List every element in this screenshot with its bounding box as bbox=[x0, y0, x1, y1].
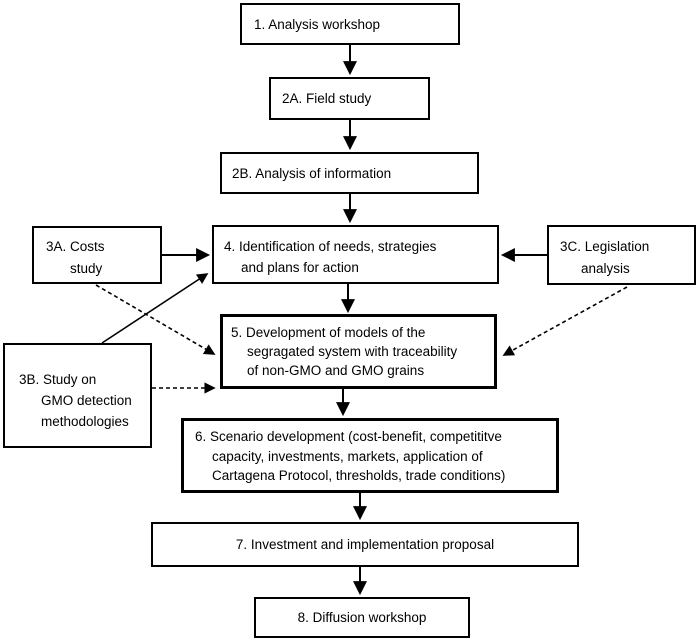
node-label-line: 4. Identification of needs, strategies bbox=[224, 239, 437, 254]
node-label-line: 3C. Legislation bbox=[560, 239, 650, 254]
node-label-line: study bbox=[70, 261, 103, 276]
node-label-line: segragated system with traceability bbox=[247, 344, 458, 359]
node-label-line: 3A. Costs bbox=[46, 239, 105, 254]
node-label: 1. Analysis workshop bbox=[254, 16, 381, 32]
node-label-line: capacity, investments, markets, applicat… bbox=[212, 448, 483, 464]
node-label-line: 6. Scenario development (cost-benefit, c… bbox=[195, 429, 502, 444]
node-label: 2A. Field study bbox=[282, 91, 372, 106]
node-label-line: Cartagena Protocol, thresholds, trade co… bbox=[212, 468, 506, 483]
edge-n3c-n5 bbox=[502, 286, 628, 356]
node-label-line: methodologies bbox=[41, 414, 129, 429]
node-label-line: and plans for action bbox=[241, 260, 359, 275]
node-label-line: 3B. Study on bbox=[19, 372, 97, 387]
node-label-line: analysis bbox=[581, 261, 630, 276]
node-label: 2B. Analysis of information bbox=[232, 165, 392, 181]
node-6-scenario-development: 6. Scenario development (cost-benefit, c… bbox=[181, 418, 559, 493]
edge-n3b-n4 bbox=[101, 273, 209, 344]
node-8-diffusion-workshop: 8. Diffusion workshop bbox=[254, 597, 470, 638]
node-4-identification-of-needs: 4. Identification of needs, strategies a… bbox=[212, 225, 499, 284]
node-label: 7. Investment and implementation proposa… bbox=[235, 537, 495, 552]
node-label-line: 5. Development of models of the bbox=[231, 325, 426, 340]
node-label: 8. Diffusion workshop bbox=[297, 610, 427, 625]
node-2b-analysis-of-information: 2B. Analysis of information bbox=[220, 152, 479, 194]
node-3a-costs-study: 3A. Costs study bbox=[32, 226, 162, 284]
node-7-investment-proposal: 7. Investment and implementation proposa… bbox=[151, 522, 579, 567]
node-2a-field-study: 2A. Field study bbox=[269, 77, 430, 120]
node-3c-legislation-analysis: 3C. Legislation analysis bbox=[547, 225, 696, 285]
node-label-line: of non-GMO and GMO grains bbox=[247, 363, 425, 378]
node-1-analysis-workshop: 1. Analysis workshop bbox=[240, 3, 460, 45]
node-label-line: GMO detection bbox=[41, 393, 132, 408]
node-5-development-of-models: 5. Development of models of the segragat… bbox=[220, 314, 497, 389]
node-3b-gmo-detection-methodologies: 3B. Study on GMO detection methodologies bbox=[3, 343, 152, 448]
